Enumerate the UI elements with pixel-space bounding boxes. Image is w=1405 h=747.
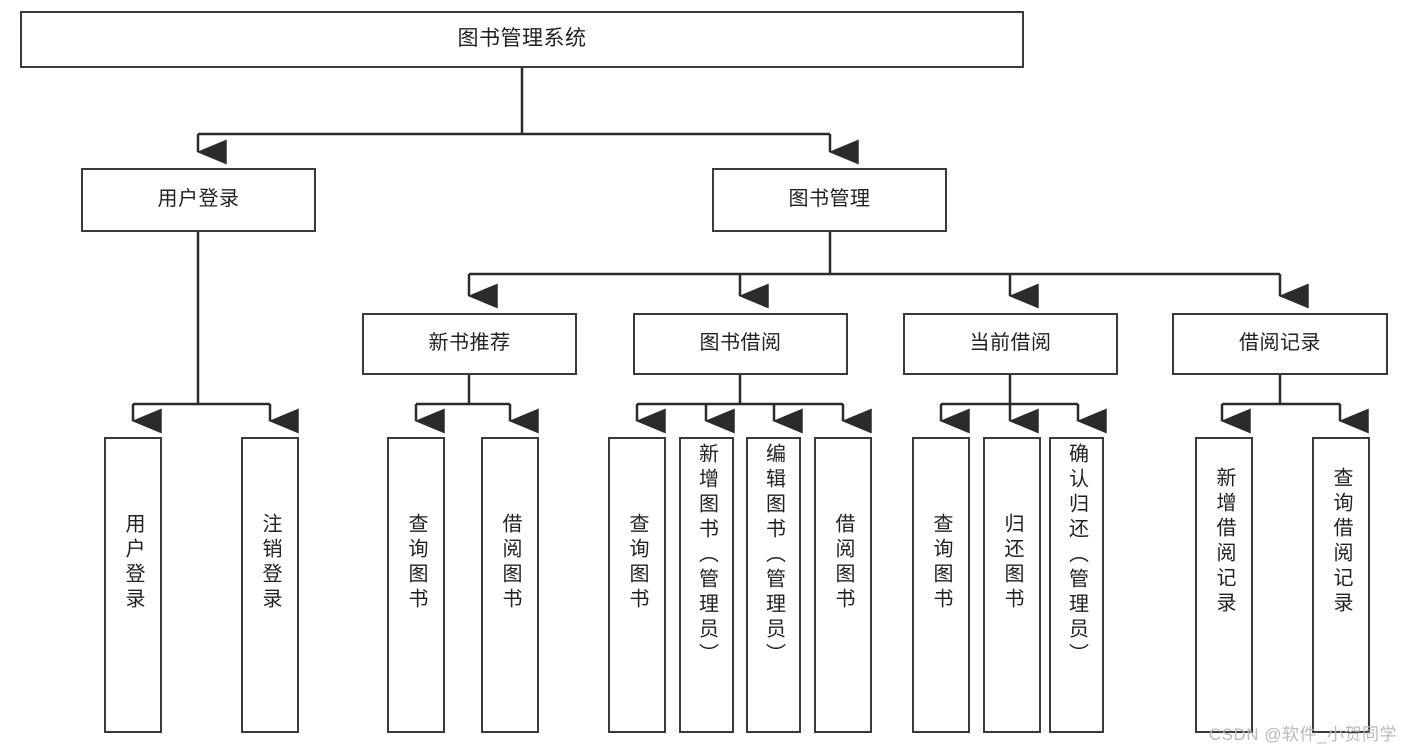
node-label: 查询图书 bbox=[405, 513, 427, 613]
node-label: 确认归还（管理员） bbox=[1065, 443, 1088, 668]
node-label: 编辑图书（管理员） bbox=[762, 443, 785, 668]
leaf-borrow-book-recommend[interactable]: 借阅图书 bbox=[481, 437, 539, 733]
node-label: 借阅图书 bbox=[499, 513, 521, 613]
node-user-login[interactable]: 用户登录 bbox=[81, 168, 316, 232]
watermark-text: CSDN @软件_小贺同学 bbox=[1208, 725, 1397, 744]
node-label: 查询借阅记录 bbox=[1330, 467, 1352, 617]
node-label: 图书借阅 bbox=[699, 332, 782, 355]
leaf-query-book-current[interactable]: 查询图书 bbox=[912, 437, 970, 733]
node-label: 图书管理系统 bbox=[457, 27, 587, 51]
leaf-edit-book-admin[interactable]: 编辑图书（管理员） bbox=[746, 437, 801, 733]
leaf-query-book-recommend[interactable]: 查询图书 bbox=[387, 437, 445, 733]
node-label: 用户登录 bbox=[122, 513, 144, 613]
node-label: 新增借阅记录 bbox=[1213, 467, 1235, 617]
node-label: 借阅图书 bbox=[832, 513, 854, 613]
node-borrow-record[interactable]: 借阅记录 bbox=[1172, 313, 1388, 375]
leaf-add-book-admin[interactable]: 新增图书（管理员） bbox=[679, 437, 734, 733]
node-book-borrow[interactable]: 图书借阅 bbox=[633, 313, 848, 375]
leaf-logout[interactable]: 注销登录 bbox=[241, 437, 299, 733]
node-root-system[interactable]: 图书管理系统 bbox=[20, 11, 1024, 68]
node-current-borrow[interactable]: 当前借阅 bbox=[903, 313, 1118, 375]
leaf-query-borrow-record[interactable]: 查询借阅记录 bbox=[1312, 437, 1370, 733]
node-label: 归还图书 bbox=[1001, 513, 1023, 613]
leaf-borrow-book[interactable]: 借阅图书 bbox=[814, 437, 872, 733]
node-label: 查询图书 bbox=[626, 513, 648, 613]
node-book-management[interactable]: 图书管理 bbox=[712, 168, 947, 232]
leaf-query-book-borrow[interactable]: 查询图书 bbox=[608, 437, 666, 733]
node-label: 注销登录 bbox=[259, 513, 281, 613]
node-label: 新增图书（管理员） bbox=[695, 443, 718, 668]
node-label: 用户登录 bbox=[157, 188, 240, 211]
leaf-return-book[interactable]: 归还图书 bbox=[983, 437, 1041, 733]
leaf-add-borrow-record[interactable]: 新增借阅记录 bbox=[1195, 437, 1253, 733]
node-new-book-recommend[interactable]: 新书推荐 bbox=[362, 313, 577, 375]
node-label: 新书推荐 bbox=[428, 332, 511, 355]
node-label: 图书管理 bbox=[788, 188, 871, 211]
leaf-user-login[interactable]: 用户登录 bbox=[104, 437, 162, 733]
node-label: 查询图书 bbox=[930, 513, 952, 613]
node-label: 当前借阅 bbox=[969, 332, 1052, 355]
leaf-confirm-return-admin[interactable]: 确认归还（管理员） bbox=[1049, 437, 1104, 733]
node-label: 借阅记录 bbox=[1239, 332, 1321, 355]
